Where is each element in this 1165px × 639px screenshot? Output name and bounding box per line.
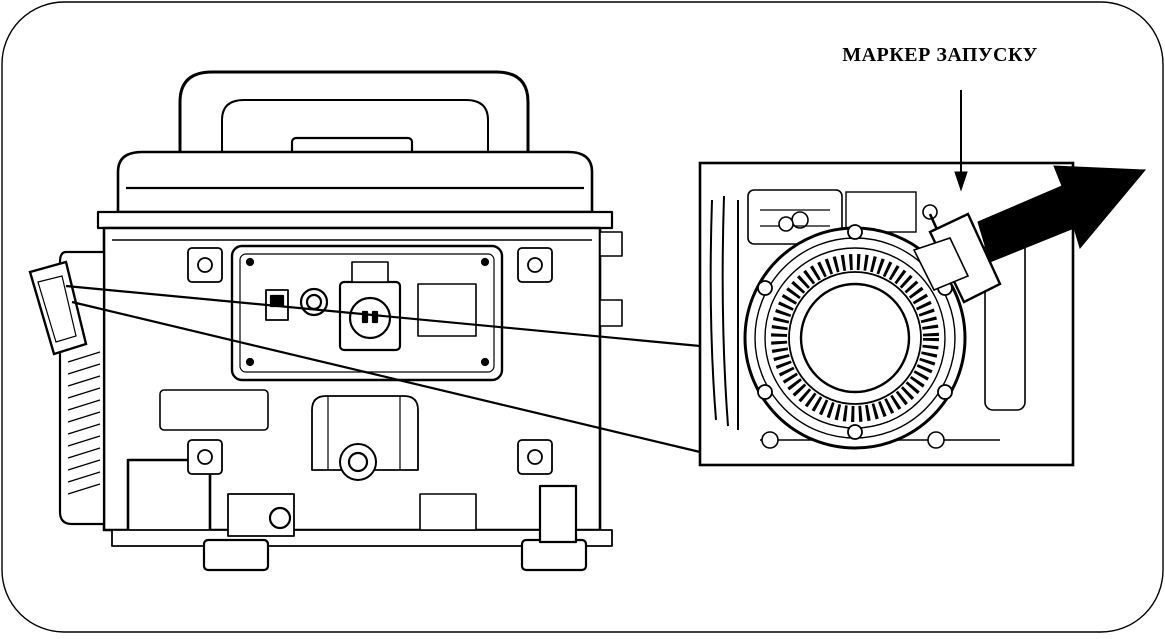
- marker-pointer-arrow: [954, 90, 968, 192]
- zoom-callout-lines: [65, 284, 701, 454]
- pull-direction-arrow-icon: [977, 165, 1147, 263]
- start-marker-label: МАРКЕР ЗАПУСКУ: [842, 44, 1038, 66]
- generator-side-view-icon: [58, 70, 623, 572]
- pull-handle-icon: [28, 260, 88, 356]
- recoil-starter-icon: [743, 204, 967, 450]
